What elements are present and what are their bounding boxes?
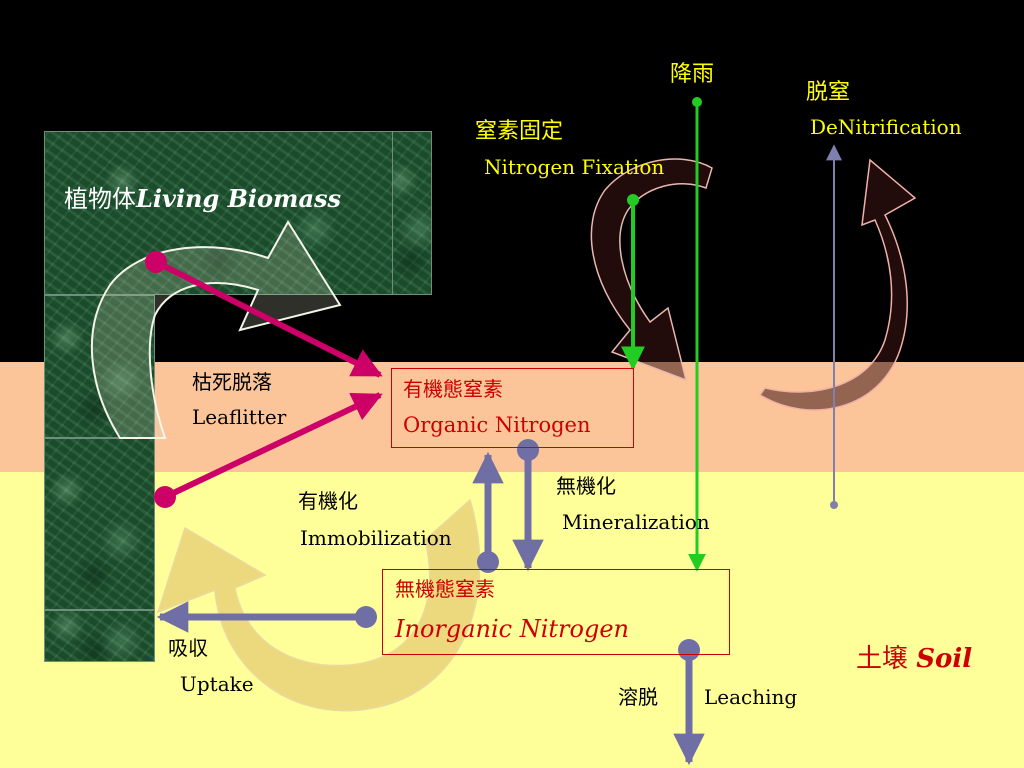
mineralization-label-en: Mineralization: [562, 510, 710, 534]
mineralization-origin: [517, 439, 539, 461]
biomass-stem-lower: [44, 438, 155, 610]
uptake-label-en: Uptake: [180, 672, 254, 696]
soil-label-en: Soil: [916, 644, 973, 674]
leaflitter-arrow-upper: [154, 259, 383, 378]
denitrification-label-en: DeNitrification: [810, 115, 962, 139]
organic-nitrogen-box: [391, 368, 634, 448]
uptake-label-jp: 吸収: [168, 636, 208, 660]
mineralization-label-jp: 無機化: [556, 474, 616, 498]
plant-cycle-arrow-icon: [90, 220, 342, 439]
leaflitter-arrow-lower: [163, 392, 383, 500]
soil-label-jp: 土壌: [856, 644, 909, 674]
leaflitter-origin-upper: [145, 251, 167, 273]
biomass-root: [44, 610, 155, 662]
soil-cycle-arrow-icon: [156, 498, 481, 712]
leaching-label-en: Leaching: [704, 685, 798, 709]
fixation-label-jp: 窒素固定: [475, 119, 564, 144]
inorganic-nitrogen-box: [382, 569, 730, 655]
immobilization-label-en: Immobilization: [300, 526, 452, 550]
fixation-swirl-arrow-icon: [590, 158, 713, 382]
soil-label: 土壌 Soil: [856, 644, 973, 675]
leaflitter-label-jp: 枯死脱落: [192, 370, 272, 394]
immobilization-label-jp: 有機化: [298, 489, 358, 513]
biomass-label-en: Living Biomass: [136, 184, 342, 213]
denitrification-origin: [830, 501, 838, 509]
biomass-label-jp: 植物体: [64, 185, 136, 213]
leaflitter-origin-lower: [154, 486, 176, 508]
fixation-label-en: Nitrogen Fixation: [484, 155, 665, 179]
uptake-origin: [355, 606, 377, 628]
inorganic-nitrogen-label-en: Inorganic Nitrogen: [395, 615, 629, 643]
leaflitter-label-en: Leaflitter: [192, 405, 287, 429]
organic-nitrogen-label-jp: 有機態窒素: [403, 377, 503, 401]
biomass-label: 植物体Living Biomass: [64, 185, 341, 214]
rain-label: 降雨: [670, 62, 715, 87]
leaching-origin: [678, 639, 700, 661]
leaching-label-jp: 溶脱: [618, 685, 658, 709]
organic-nitrogen-label-en: Organic Nitrogen: [403, 413, 591, 437]
denitrification-swirl-arrow-icon: [758, 158, 917, 411]
biomass-canopy-panel: [44, 131, 432, 295]
biomass-stem-upper: [44, 295, 155, 438]
fixation-origin: [627, 194, 639, 206]
denitrification-label-jp: 脱窒: [806, 80, 851, 105]
immobilization-origin: [477, 551, 499, 573]
rain-origin: [692, 97, 702, 107]
inorganic-nitrogen-label-jp: 無機態窒素: [395, 577, 495, 601]
biomass-canopy-edge: [392, 131, 432, 295]
